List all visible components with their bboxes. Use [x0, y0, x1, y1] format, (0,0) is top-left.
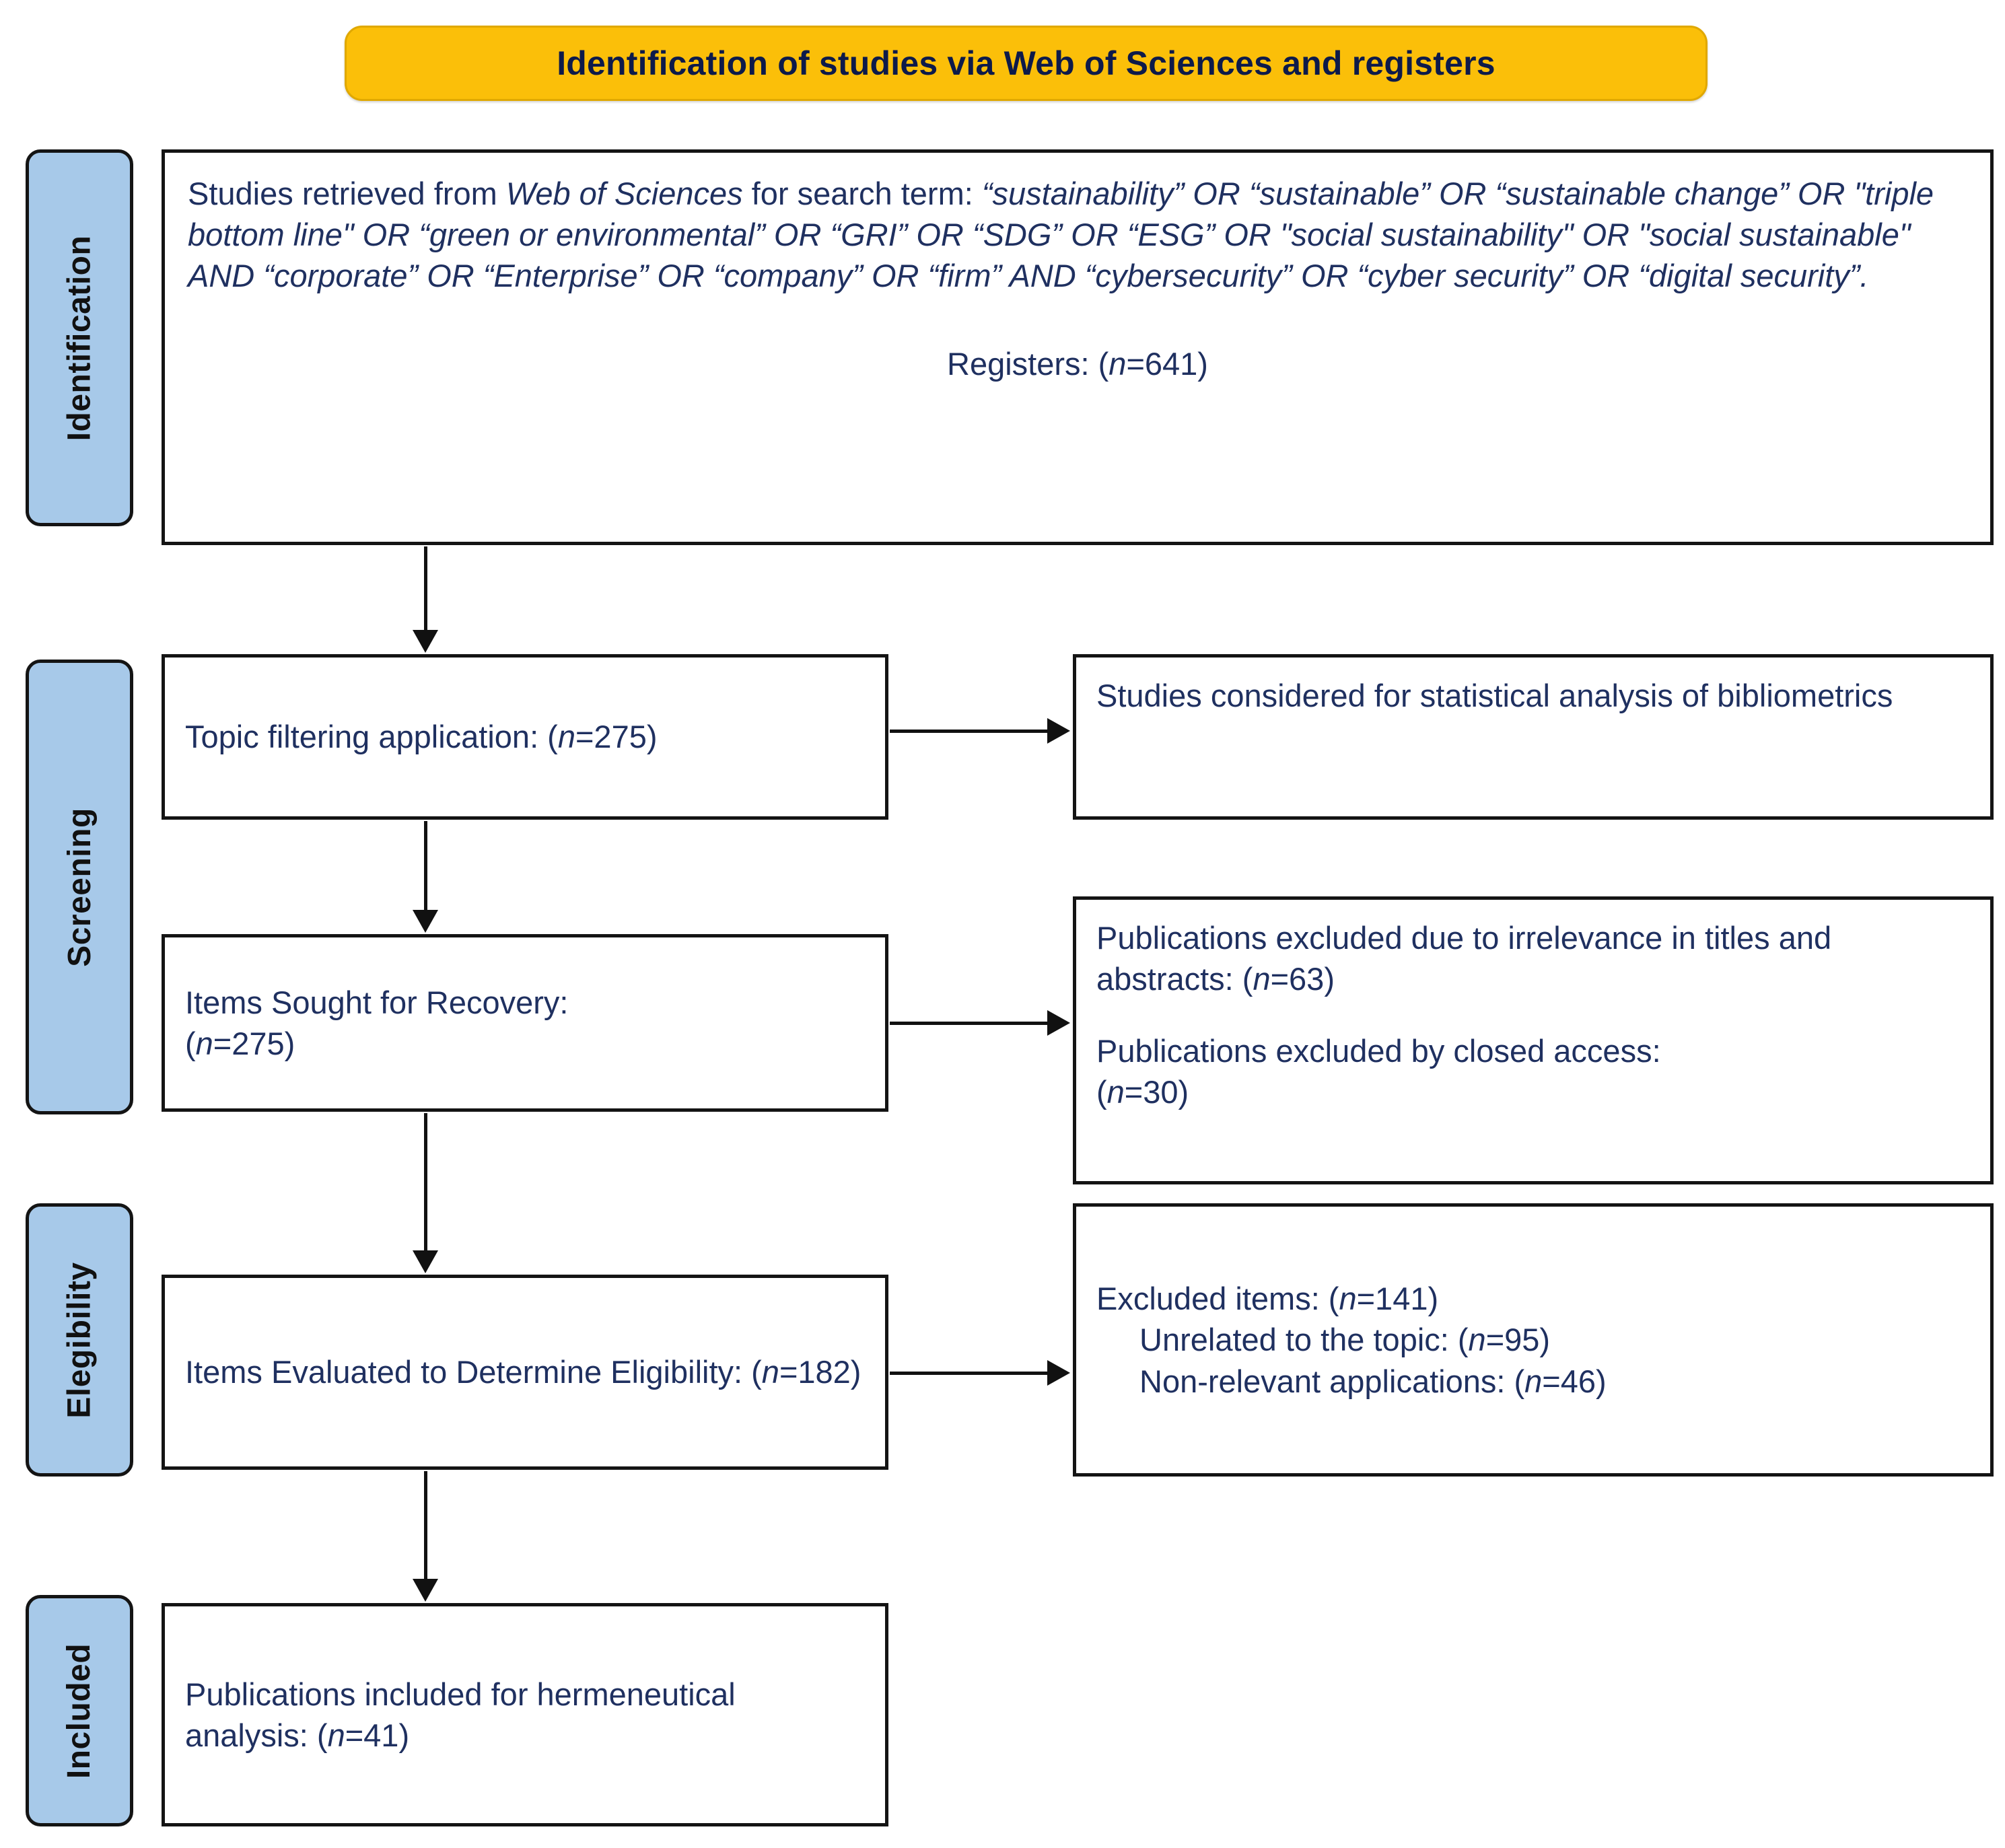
identification-search-term: “sustainability” OR “sustainable” OR “su… — [188, 176, 1934, 294]
stage-label-identification-text: Identification — [61, 235, 98, 441]
identification-registers-label: Registers: ( — [947, 346, 1109, 382]
stage-label-screening-text: Screening — [61, 807, 98, 967]
arrow-head — [1047, 1360, 1070, 1386]
box-items-evaluated: Items Evaluated to Determine Eligibility… — [162, 1275, 888, 1470]
box-bibliometrics: Studies considered for statistical analy… — [1073, 654, 1994, 820]
excluded-eligibility-line1: Excluded items: (n=141) — [1096, 1278, 1970, 1319]
box-included: Publications included for hermeneutical … — [162, 1603, 888, 1826]
items-sought-label: Items Sought for Recovery: — [185, 984, 569, 1020]
items-sought-value-prefix: ( — [185, 1026, 196, 1061]
excluded-screening-line1-label: Publications excluded due to irrelevance… — [1096, 920, 1832, 997]
excluded-eligibility-line2: Unrelated to the topic: (n=95) — [1096, 1319, 1970, 1360]
topic-filtering-n: n — [557, 719, 575, 755]
arrow-shaft — [424, 1113, 427, 1250]
excluded-screening-line1-value: =63) — [1270, 961, 1335, 997]
diagram-title-text: Identification of studies via Web of Sci… — [557, 44, 1496, 82]
excluded-screening-line2-prefix: ( — [1096, 1074, 1107, 1110]
items-sought-n: n — [195, 1026, 213, 1061]
box-excluded-eligibility: Excluded items: (n=141) Unrelated to the… — [1073, 1203, 1994, 1477]
arrow-head — [413, 910, 438, 933]
identification-line1-c: for search term: — [742, 176, 982, 211]
items-sought-value: =275) — [213, 1026, 295, 1061]
arrow-head — [413, 630, 438, 653]
stage-label-included-text: Included — [61, 1643, 98, 1779]
items-evaluated-value: =182) — [779, 1354, 861, 1390]
excluded-screening-line2-n: n — [1106, 1074, 1125, 1110]
identification-source-name: Web of Sciences — [505, 176, 743, 211]
topic-filtering-label: Topic filtering application: ( — [185, 719, 558, 755]
excluded-eligibility-line3-value: =46) — [1542, 1363, 1607, 1399]
identification-registers-n: n — [1109, 346, 1127, 382]
excluded-screening-line2-value: =30) — [1124, 1074, 1189, 1110]
arrow-head — [413, 1250, 438, 1273]
stage-label-identification: Identification — [26, 149, 133, 526]
arrow-shaft — [424, 1471, 427, 1579]
box-identification: Studies retrieved from Web of Sciences f… — [162, 149, 1994, 545]
arrow-shaft — [424, 821, 427, 910]
excluded-screening-line1-n: n — [1253, 961, 1271, 997]
box-excluded-screening: Publications excluded due to irrelevance… — [1073, 896, 1994, 1184]
excluded-eligibility-line3: Non-relevant applications: (n=46) — [1096, 1361, 1970, 1402]
identification-registers-value: =641) — [1126, 346, 1208, 382]
arrow-items-sought-to-items-evaluated — [412, 1113, 439, 1273]
bibliometrics-text: Studies considered for statistical analy… — [1096, 678, 1893, 713]
excluded-screening-line1: Publications excluded due to irrelevance… — [1096, 917, 1970, 999]
excluded-eligibility-line2-label: Unrelated to the topic: ( — [1139, 1322, 1469, 1358]
arrow-shaft — [890, 730, 1051, 733]
arrow-items-evaluated-to-included — [412, 1471, 439, 1602]
arrow-identification-to-topic-filtering — [412, 546, 439, 653]
included-line: Publications included for hermeneutical … — [185, 1674, 865, 1756]
box-items-sought: Items Sought for Recovery: (n=275) — [162, 934, 888, 1112]
excluded-eligibility-line2-value: =95) — [1485, 1322, 1551, 1358]
included-n: n — [327, 1717, 345, 1753]
stage-label-included: Included — [26, 1595, 133, 1826]
excluded-eligibility-line3-label: Non-relevant applications: ( — [1139, 1363, 1525, 1399]
stage-label-screening: Screening — [26, 660, 133, 1114]
arrow-head — [1047, 718, 1070, 744]
excluded-eligibility-line3-n: n — [1524, 1363, 1543, 1399]
excluded-eligibility-line1-n: n — [1339, 1281, 1357, 1317]
identification-line1-a: Studies retrieved from — [188, 176, 506, 211]
stage-label-elegibility-text: Elegibility — [61, 1261, 98, 1419]
arrow-items-sought-to-excluded-screening — [890, 1009, 1070, 1036]
included-value: =41) — [345, 1717, 410, 1753]
arrow-shaft — [890, 1022, 1051, 1025]
arrow-shaft — [424, 546, 427, 630]
excluded-screening-line2: Publications excluded by closed access: (… — [1096, 1030, 1970, 1112]
arrow-head — [1047, 1010, 1070, 1036]
arrow-head — [413, 1579, 438, 1602]
excluded-eligibility-line1-value: =141) — [1356, 1281, 1439, 1317]
arrow-items-evaluated-to-excluded-eligibility — [890, 1359, 1070, 1386]
diagram-title-banner: Identification of studies via Web of Sci… — [345, 26, 1708, 101]
identification-search-text: Studies retrieved from Web of Sciences f… — [188, 173, 1967, 296]
arrow-topic-filtering-to-bibliometrics — [890, 717, 1070, 744]
identification-registers-line: Registers: (n=641) — [188, 343, 1967, 384]
excluded-eligibility-line2-n: n — [1468, 1322, 1486, 1358]
excluded-screening-line2-label: Publications excluded by closed access: — [1096, 1033, 1661, 1069]
items-evaluated-line: Items Evaluated to Determine Eligibility… — [185, 1351, 861, 1392]
topic-filtering-value: =275) — [575, 719, 658, 755]
excluded-eligibility-line1-label: Excluded items: ( — [1096, 1281, 1339, 1317]
items-sought-lines: Items Sought for Recovery: (n=275) — [185, 982, 568, 1064]
topic-filtering-line: Topic filtering application: (n=275) — [185, 716, 658, 757]
arrow-topic-filtering-to-items-sought — [412, 821, 439, 933]
items-evaluated-label: Items Evaluated to Determine Eligibility… — [185, 1354, 762, 1390]
box-topic-filtering: Topic filtering application: (n=275) — [162, 654, 888, 820]
included-label: Publications included for hermeneutical … — [185, 1676, 736, 1753]
stage-label-elegibility: Elegibility — [26, 1203, 133, 1477]
items-evaluated-n: n — [761, 1354, 779, 1390]
arrow-shaft — [890, 1372, 1051, 1375]
